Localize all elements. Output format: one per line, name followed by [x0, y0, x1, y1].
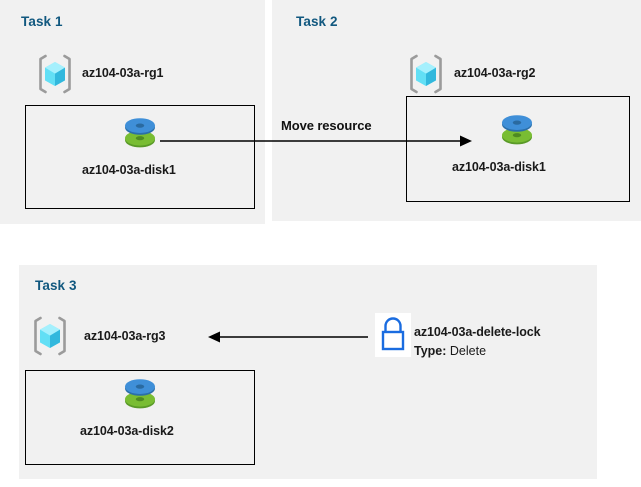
- move-resource-arrow: [160, 135, 472, 147]
- move-resource-label: Move resource: [281, 118, 372, 133]
- managed-disk-icon: [121, 377, 159, 411]
- panel-title-task-2: Task 2: [296, 14, 338, 29]
- panel-title-task-1: Task 1: [21, 14, 63, 29]
- disk-label-disk1-task2: az104-03a-disk1: [452, 160, 546, 174]
- panel-task-1: [0, 0, 265, 224]
- lock-type-value: Delete: [449, 344, 487, 358]
- panel-task-2: [272, 0, 641, 221]
- resource-group-boundary-rg1: [25, 105, 255, 209]
- resource-group-label-rg2: az104-03a-rg2: [454, 66, 536, 80]
- lock-type-key: Type:: [414, 344, 447, 358]
- resource-group-icon: [407, 54, 445, 94]
- lock-icon: [375, 313, 411, 357]
- resource-group-label-rg1: az104-03a-rg1: [82, 66, 164, 80]
- managed-disk-icon: [121, 116, 159, 150]
- panel-title-task-3: Task 3: [35, 278, 77, 293]
- resource-group-boundary-rg3: [25, 370, 255, 465]
- managed-disk-icon: [498, 113, 536, 147]
- panel-task-3: [19, 265, 597, 479]
- resource-group-boundary-rg2: [406, 96, 630, 202]
- lock-name-label: az104-03a-delete-lock: [414, 325, 541, 339]
- resource-group-label-rg3: az104-03a-rg3: [84, 329, 166, 343]
- resource-group-icon: [31, 316, 69, 356]
- resource-group-icon: [36, 54, 74, 94]
- disk-label-disk2: az104-03a-disk2: [80, 424, 174, 438]
- lock-type-row: Type: Delete: [414, 344, 486, 358]
- delete-lock-arrow: [208, 331, 368, 343]
- disk-label-disk1-task1: az104-03a-disk1: [82, 163, 176, 177]
